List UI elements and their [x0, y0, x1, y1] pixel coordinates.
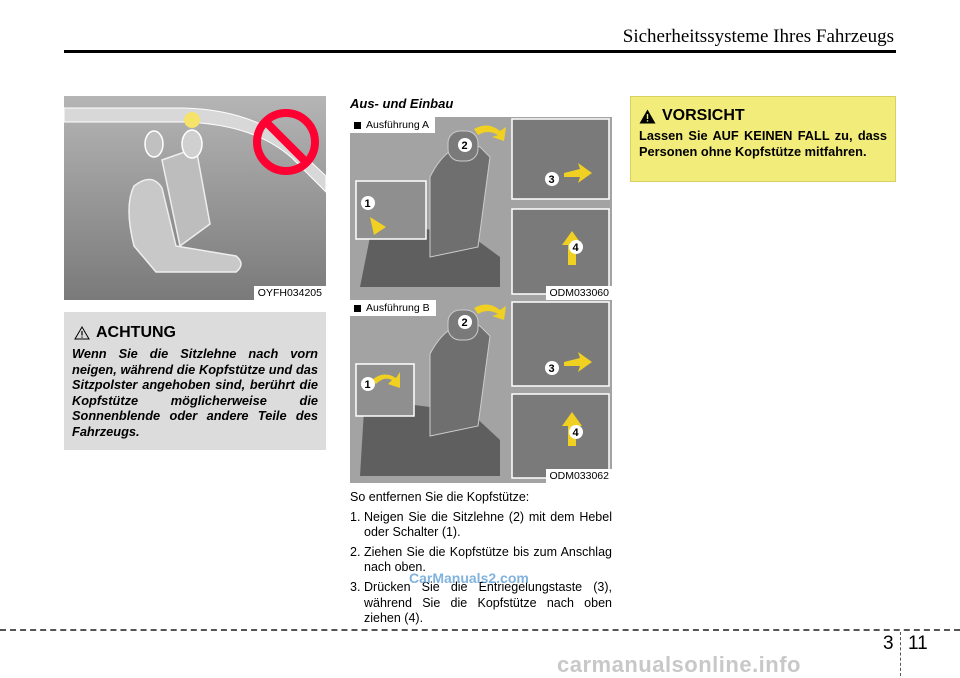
bullet-square-icon	[354, 121, 361, 129]
instructions: So entfernen Sie die Kopfstütze: 1.Neige…	[350, 490, 612, 631]
step-number: 3.	[350, 579, 361, 594]
footer-watermark: carmanualsonline.info	[557, 652, 801, 677]
marker-2: 2	[462, 140, 468, 152]
marker-4: 4	[573, 427, 580, 439]
header-rule	[64, 50, 896, 53]
caution-triangle-icon	[639, 109, 656, 123]
step-number: 1.	[350, 509, 361, 524]
achtung-warning-box: ACHTUNG Wenn Sie die Sitzlehne nach vorn…	[64, 312, 326, 450]
list-item: 1.Neigen Sie die Sitzlehne (2) mit dem H…	[350, 510, 612, 541]
headrest-removal-drawing-b: 1 2 3 4	[350, 300, 612, 483]
page-number: 11	[908, 633, 928, 654]
vorsicht-caution-box: VORSICHT Lassen Sie AUF KEINEN FALL zu, …	[630, 96, 896, 182]
inline-watermark: CarManuals2.com	[409, 570, 529, 586]
section-title: Aus- und Einbau	[350, 96, 454, 111]
instruction-steps: 1.Neigen Sie die Sitzlehne (2) mit dem H…	[350, 510, 612, 627]
version-label-text: Ausführung A	[366, 119, 430, 131]
warning-triangle-icon	[74, 326, 90, 340]
marker-3: 3	[549, 363, 555, 375]
vorsicht-title: VORSICHT	[662, 107, 745, 124]
achtung-title: ACHTUNG	[96, 324, 176, 341]
marker-4: 4	[573, 242, 580, 254]
list-item: 3.Drücken Sie die Entriegelungstaste (3)…	[350, 580, 612, 627]
step-text: Drücken Sie die Entriegelungstaste (3), …	[364, 579, 612, 626]
version-label-text: Ausführung B	[366, 302, 430, 314]
figure-code: OYFH034205	[253, 286, 326, 300]
vorsicht-text: Lassen Sie AUF KEINEN FALL zu, dass Pers…	[639, 128, 887, 159]
instructions-intro: So entfernen Sie die Kopfstütze:	[350, 490, 530, 504]
version-label: Ausführung A	[350, 117, 436, 133]
headrest-removal-drawing-a: 1 2 3 4	[350, 117, 612, 300]
step-number: 2.	[350, 544, 361, 559]
figure-code: ODM033062	[546, 469, 612, 483]
seat-sunvisor-drawing	[64, 96, 326, 300]
no-sign-icon	[253, 109, 319, 175]
marker-3: 3	[549, 174, 555, 186]
figure-code: ODM033060	[546, 286, 612, 300]
marker-1: 1	[365, 379, 371, 391]
page-header-title: Sicherheitssysteme Ihres Fahrzeugs	[622, 26, 894, 47]
figure-ausfuehrung-b: 1 2 3 4 Ausführung B ODM033062	[350, 300, 612, 483]
bullet-square-icon	[354, 304, 361, 312]
footer-rule	[0, 629, 960, 631]
marker-1: 1	[365, 198, 371, 210]
figure-ausfuehrung-a: 1 2 3 4 Ausführung A ODM033060	[350, 117, 612, 300]
footer-separator	[900, 632, 901, 676]
marker-2: 2	[462, 317, 468, 329]
list-item: 2.Ziehen Sie die Kopfstütze bis zum Ansc…	[350, 545, 612, 576]
seat-headrest-illustration: OYFH034205	[64, 96, 326, 300]
achtung-text: Wenn Sie die Sitzlehne nach vorn neigen,…	[72, 346, 318, 439]
version-label: Ausführung B	[350, 300, 436, 316]
chapter-number: 3	[883, 633, 894, 654]
step-text: Ziehen Sie die Kopfstütze bis zum Anschl…	[364, 544, 612, 575]
step-text: Neigen Sie die Sitzlehne (2) mit dem Heb…	[364, 509, 612, 540]
